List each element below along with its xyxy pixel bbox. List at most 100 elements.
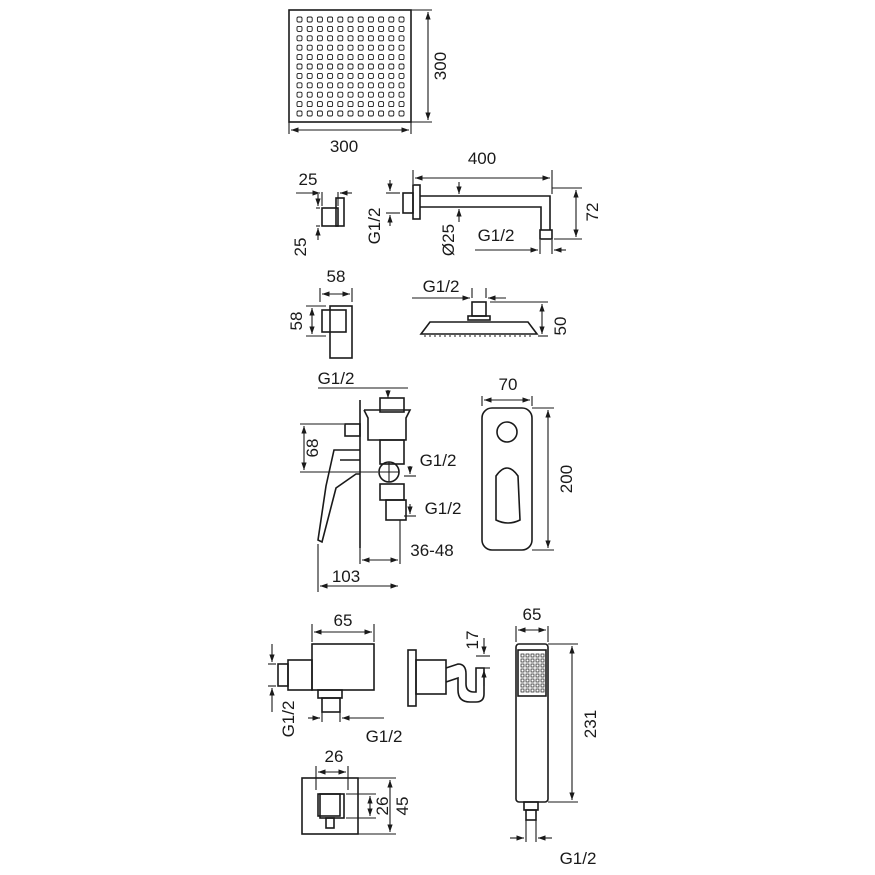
- hand-nozzle: [530, 673, 535, 678]
- nozzle: [367, 25, 374, 32]
- nozzle: [398, 72, 405, 79]
- nozzle: [357, 63, 364, 70]
- dim-outlet-thread-bottom: G1/2: [366, 727, 403, 746]
- nozzle: [388, 16, 395, 23]
- dim-mixer-68: 68: [303, 439, 322, 458]
- hand-nozzle: [520, 673, 525, 678]
- nozzle: [347, 35, 354, 42]
- nozzle: [388, 35, 395, 42]
- hand-nozzle-grid: [520, 653, 545, 693]
- nozzle: [337, 25, 344, 32]
- nozzle: [306, 25, 313, 32]
- square-connector: [296, 190, 352, 240]
- nozzle: [316, 91, 323, 98]
- dim-flange-side: 58: [287, 312, 306, 331]
- nozzle: [327, 35, 334, 42]
- nozzle: [327, 44, 334, 51]
- hand-nozzle: [530, 658, 535, 663]
- wall-flange: [306, 288, 353, 359]
- dim-mixer-103: 103: [332, 567, 360, 586]
- wall-outlet: [268, 624, 384, 722]
- dim-arm-thread-left: G1/2: [365, 208, 384, 245]
- hand-nozzle: [530, 653, 535, 658]
- nozzle: [337, 44, 344, 51]
- nozzle: [388, 54, 395, 61]
- nozzle: [357, 101, 364, 108]
- nozzle: [327, 54, 334, 61]
- nozzle: [337, 101, 344, 108]
- dim-outlet-width: 65: [334, 611, 353, 630]
- hand-nozzle: [530, 683, 535, 688]
- nozzle: [398, 44, 405, 51]
- nozzle: [296, 44, 303, 51]
- wall-cap: [301, 766, 396, 835]
- nozzle: [367, 72, 374, 79]
- hand-shower: [510, 626, 578, 842]
- nozzle: [398, 101, 405, 108]
- nozzle: [398, 63, 405, 70]
- nozzle: [388, 63, 395, 70]
- hand-nozzle: [540, 683, 545, 688]
- nozzle: [367, 16, 374, 23]
- dim-head-width: 300: [330, 137, 358, 156]
- nozzle: [296, 35, 303, 42]
- nozzle: [347, 91, 354, 98]
- nozzle: [357, 25, 364, 32]
- nozzle: [398, 82, 405, 89]
- nozzle: [296, 16, 303, 23]
- hand-nozzle: [520, 668, 525, 673]
- nozzle: [316, 72, 323, 79]
- nozzle: [296, 54, 303, 61]
- hand-nozzle: [520, 653, 525, 658]
- hand-nozzle: [540, 668, 545, 673]
- nozzle: [388, 101, 395, 108]
- hand-nozzle: [535, 673, 540, 678]
- hand-nozzle: [540, 663, 545, 668]
- hand-nozzle: [525, 678, 530, 683]
- nozzle: [296, 72, 303, 79]
- nozzle: [327, 82, 334, 89]
- nozzle: [306, 72, 313, 79]
- nozzle: [306, 82, 313, 89]
- hand-nozzle: [535, 678, 540, 683]
- hand-nozzle: [520, 663, 525, 668]
- dim-hand-thread: G1/2: [560, 849, 597, 868]
- nozzle: [296, 91, 303, 98]
- nozzle: [337, 72, 344, 79]
- nozzle: [337, 54, 344, 61]
- nozzle: [296, 82, 303, 89]
- nozzle-grid: [296, 16, 405, 117]
- nozzle: [296, 63, 303, 70]
- hand-nozzle: [535, 658, 540, 663]
- nozzle: [316, 101, 323, 108]
- hand-shower-holder: [407, 638, 490, 707]
- nozzle: [306, 101, 313, 108]
- hand-nozzle: [520, 683, 525, 688]
- dim-head-height: 300: [431, 52, 450, 80]
- nozzle: [316, 16, 323, 23]
- dim-plate-width: 70: [499, 375, 518, 394]
- nozzle: [347, 25, 354, 32]
- nozzle: [337, 91, 344, 98]
- nozzle: [378, 72, 385, 79]
- nozzle: [398, 110, 405, 117]
- nozzle: [337, 110, 344, 117]
- hand-nozzle: [540, 688, 545, 693]
- dim-arm-drop: 72: [583, 203, 602, 222]
- nozzle: [347, 72, 354, 79]
- nozzle: [357, 54, 364, 61]
- dim-rose-thread: G1/2: [423, 277, 460, 296]
- dim-cap-height: 45: [393, 797, 412, 816]
- nozzle: [367, 44, 374, 51]
- nozzle: [316, 82, 323, 89]
- dim-arm-length: 400: [468, 149, 496, 168]
- nozzle: [327, 72, 334, 79]
- nozzle: [337, 82, 344, 89]
- nozzle: [347, 101, 354, 108]
- hand-nozzle: [520, 658, 525, 663]
- nozzle: [306, 63, 313, 70]
- hand-nozzle: [535, 653, 540, 658]
- nozzle: [306, 91, 313, 98]
- hand-nozzle: [525, 658, 530, 663]
- nozzle: [347, 82, 354, 89]
